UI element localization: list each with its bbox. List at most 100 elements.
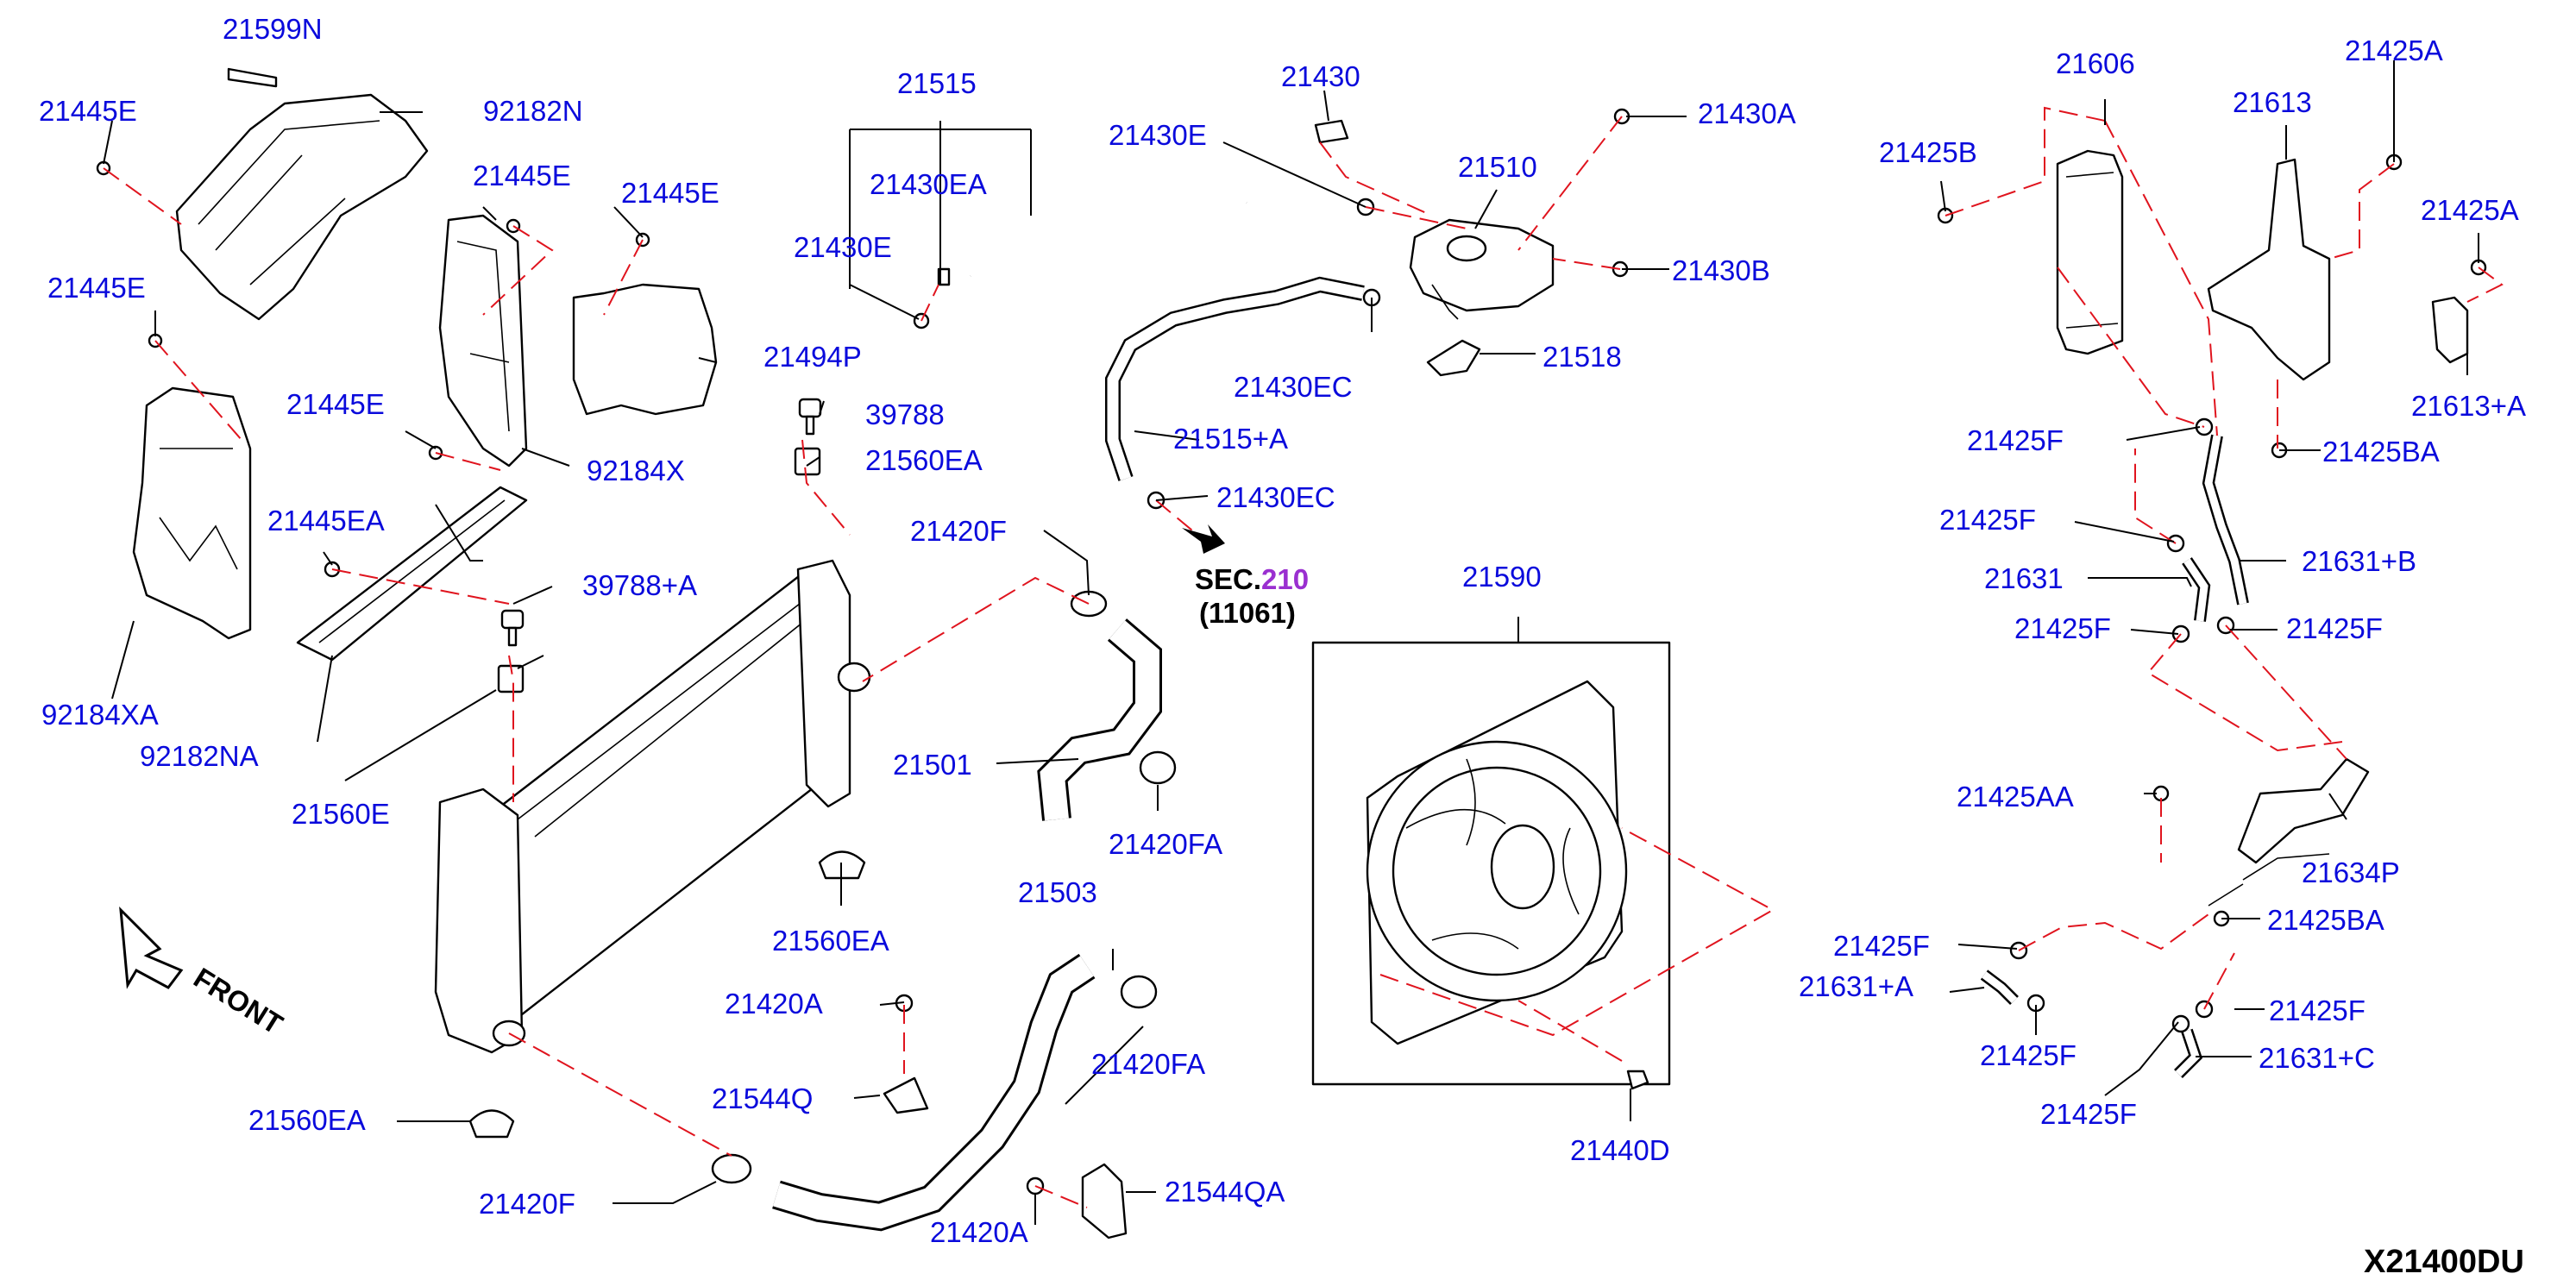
label-21503: 21503 — [1018, 876, 1097, 908]
reservoir-cap-21430 — [1314, 119, 1349, 144]
label-21560ea-1: 21560EA — [865, 444, 983, 476]
sec-sub: (11061) — [1199, 597, 1296, 629]
label-21510: 21510 — [1458, 151, 1537, 183]
hose-21501 — [1037, 618, 1162, 821]
label-21425ba-2: 21425BA — [2267, 904, 2384, 936]
fan-shroud-assembly-21590 — [1311, 641, 1671, 1086]
label-21590: 21590 — [1462, 561, 1542, 593]
label-21430e-2: 21430E — [1109, 119, 1207, 151]
mount-39788a — [500, 609, 525, 647]
clamp-21425f-set — [2009, 417, 2235, 1033]
bracket-21518 — [1426, 339, 1481, 377]
air-guide-side-92184x — [438, 214, 528, 467]
label-21560ea-2: 21560EA — [772, 925, 889, 957]
pipe-21634p — [2208, 757, 2370, 907]
label-21606: 21606 — [2056, 47, 2135, 79]
sec-number: 210 — [1261, 563, 1309, 595]
oil-cooler-21606 — [2056, 149, 2124, 355]
hose-21503 — [772, 953, 1096, 1232]
label-21425b: 21425B — [1879, 136, 1977, 168]
label-21445ea: 21445EA — [267, 505, 385, 536]
reservoir-tank-21510 — [1409, 218, 1555, 320]
label-21425f-7: 21425F — [1980, 1039, 2077, 1071]
sec-prefix: SEC.210 — [1195, 563, 1309, 595]
sec-prefix-text: SEC. — [1195, 563, 1261, 595]
clamp-21420f-bottom — [711, 1153, 752, 1184]
bracket-21544q — [883, 1076, 929, 1114]
label-21518: 21518 — [1542, 341, 1622, 373]
label-21425f-3: 21425F — [2014, 612, 2111, 644]
label-21425f-8: 21425F — [2040, 1098, 2137, 1130]
clamp-21420fa-top — [1139, 750, 1177, 785]
leader-lines — [103, 60, 2479, 1225]
label-21544q: 21544Q — [712, 1082, 813, 1114]
radiator-core — [434, 559, 871, 1054]
label-92182n: 92182N — [483, 95, 583, 127]
section-reference: SEC.210 (11061) — [1195, 563, 1309, 629]
part-labels: 21599N 92182N 21445E 21445E 21445E 21445… — [39, 13, 2526, 1248]
label-21430ea: 21430EA — [870, 168, 987, 200]
label-21631c: 21631+C — [2259, 1042, 2375, 1074]
label-92184x: 92184X — [587, 455, 685, 486]
label-21445e-3: 21445E — [621, 177, 719, 209]
label-39788: 39788 — [865, 398, 945, 430]
hose-21515 — [966, 189, 1249, 279]
label-21613a: 21613+A — [2411, 390, 2526, 422]
bolt-21440d — [1626, 1070, 1649, 1090]
bracket-21613a — [2431, 296, 2469, 364]
hose-21631c — [2174, 1028, 2203, 1078]
label-21420a-1: 21420A — [725, 988, 823, 1020]
mount-21560ea-bottom — [468, 1109, 515, 1139]
label-21613: 21613 — [2233, 86, 2312, 118]
diagram-code: X21400DU — [2364, 1244, 2524, 1280]
label-92182na: 92182NA — [140, 740, 259, 772]
label-21425f-2: 21425F — [1939, 504, 2036, 536]
label-92184xa: 92184XA — [41, 699, 159, 731]
label-21425aa: 21425AA — [1957, 781, 2074, 813]
label-21425ba-1: 21425BA — [2322, 436, 2440, 467]
label-21425f-4: 21425F — [2286, 612, 2383, 644]
label-21420f-1: 21420F — [910, 515, 1007, 547]
label-21425f-5: 21425F — [1833, 930, 1930, 962]
label-21440d: 21440D — [1570, 1134, 1670, 1166]
label-21631b: 21631+B — [2302, 545, 2416, 577]
hose-21515a — [1105, 276, 1365, 481]
hose-21631 — [2182, 557, 2211, 622]
air-guide-lower-92184xa — [132, 386, 252, 640]
label-21445e-5: 21445E — [286, 388, 385, 420]
air-guide-bar-92182na — [296, 486, 528, 662]
label-21420fa-2: 21420FA — [1091, 1048, 1205, 1080]
mount-39788 — [798, 398, 822, 436]
label-21494p: 21494P — [763, 341, 862, 373]
label-21420fa-1: 21420FA — [1109, 828, 1222, 860]
label-21631: 21631 — [1984, 562, 2064, 594]
front-direction-arrow: FRONT — [119, 907, 288, 1040]
clamp-21420fa-bottom — [1120, 975, 1158, 1009]
label-21560ea-3: 21560EA — [248, 1104, 366, 1136]
label-21425f-1: 21425F — [1967, 424, 2064, 456]
label-21430: 21430 — [1281, 60, 1360, 92]
alignment-lines — [103, 106, 2504, 1208]
label-21425a-1: 21425A — [2345, 35, 2443, 66]
bracket-21560ea-top — [794, 447, 821, 476]
label-21599n: 21599N — [223, 13, 323, 45]
label-21544qa: 21544QA — [1165, 1176, 1285, 1208]
hose-21631b — [2202, 434, 2249, 605]
label-21445e-2: 21445E — [473, 160, 571, 191]
seal-21494p — [572, 283, 718, 416]
label-21560e: 21560E — [292, 798, 390, 830]
air-guide-upper-92182n — [175, 67, 429, 321]
label-21515a: 21515+A — [1173, 423, 1288, 455]
label-21425a-2: 21425A — [2421, 194, 2519, 226]
sec-reference-arrow — [1182, 524, 1225, 554]
label-21631a: 21631+A — [1799, 970, 1913, 1002]
label-21515: 21515 — [897, 67, 977, 99]
label-21420a-2: 21420A — [930, 1216, 1028, 1248]
label-21425f-6: 21425F — [2269, 995, 2366, 1026]
label-21445e-1: 21445E — [39, 95, 137, 127]
label-21501: 21501 — [893, 749, 972, 781]
label-21420f-2: 21420F — [479, 1188, 575, 1220]
bracket-21613 — [2207, 158, 2331, 381]
label-21430a: 21430A — [1698, 97, 1796, 129]
